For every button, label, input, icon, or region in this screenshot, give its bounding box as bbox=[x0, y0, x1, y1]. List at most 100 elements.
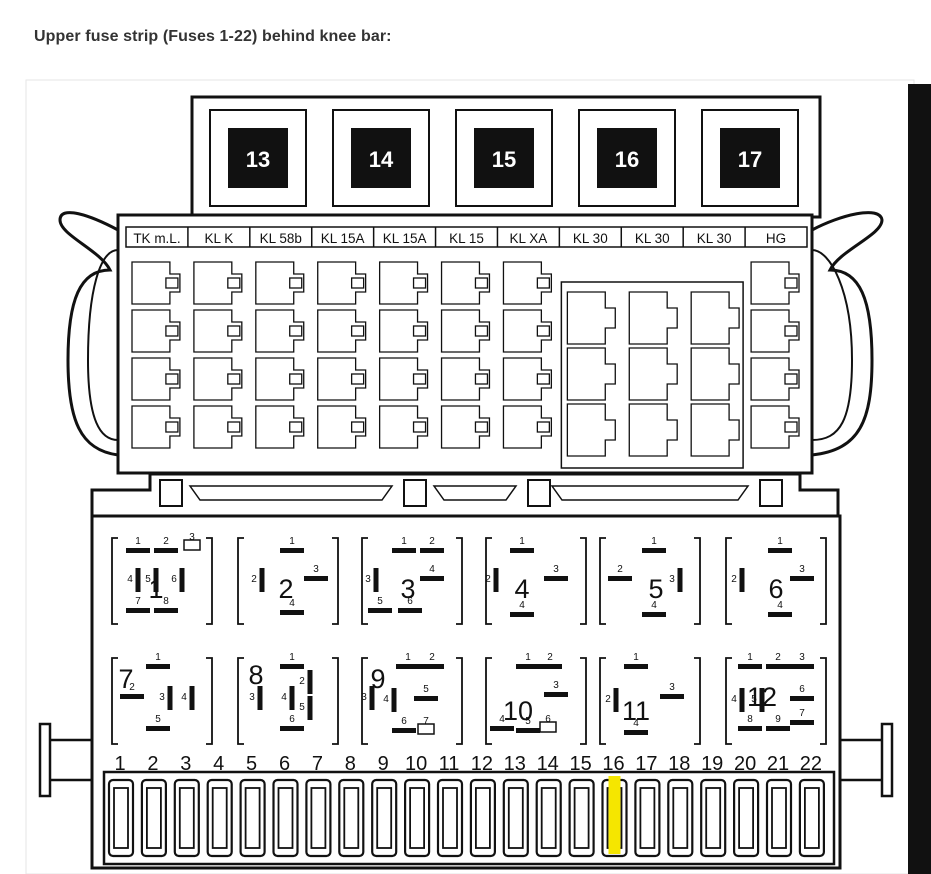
left-handle bbox=[38, 722, 92, 798]
relay-pin-label: 4 bbox=[633, 718, 639, 729]
fuse-number-3: 3 bbox=[180, 753, 191, 775]
terminal-label-6: KL XA bbox=[510, 231, 548, 246]
connector-cell bbox=[317, 357, 367, 401]
relay-pin-label: 3 bbox=[553, 564, 559, 575]
connector-cell bbox=[193, 261, 243, 305]
relay-pin-label: 3 bbox=[553, 680, 559, 691]
connector-latch bbox=[350, 277, 365, 289]
fuse-slot-7 bbox=[305, 778, 332, 858]
relay-pin-label: 1 bbox=[777, 536, 783, 547]
connector-cell bbox=[378, 405, 429, 449]
fuse-number-18: 18 bbox=[668, 753, 690, 775]
top-relay-block-13 bbox=[228, 128, 288, 188]
relay-pin bbox=[392, 728, 416, 733]
relay-pin bbox=[544, 576, 568, 581]
relay-pin bbox=[790, 576, 814, 581]
relay-bracket-left bbox=[111, 657, 118, 745]
relay-pin bbox=[135, 568, 141, 592]
relay-pin bbox=[289, 686, 295, 710]
relay-bracket-right bbox=[580, 537, 587, 625]
connector-latch bbox=[412, 421, 427, 433]
fuse-slot-4 bbox=[206, 778, 233, 858]
fuse-slot-inner bbox=[310, 787, 327, 849]
relay-pin bbox=[154, 548, 178, 553]
relay-pin-label: 1 bbox=[289, 652, 295, 663]
relay-pin bbox=[368, 608, 392, 613]
relay-pin bbox=[516, 664, 540, 669]
relay-pin-socket bbox=[417, 723, 435, 735]
terminal-label-1: KL K bbox=[204, 231, 233, 246]
connector-cell bbox=[317, 261, 367, 305]
fuse-slot-inner bbox=[178, 787, 195, 849]
relay-pin-label: 4 bbox=[777, 600, 783, 611]
fuse-slot-16 bbox=[601, 776, 628, 858]
relay-pin-label: 3 bbox=[669, 682, 675, 693]
relay-pin-label: 4 bbox=[731, 694, 737, 705]
rail-tab bbox=[159, 479, 183, 507]
relay-number-3: 3 bbox=[400, 574, 415, 604]
kl30-cell bbox=[566, 347, 616, 401]
relay-pin-label: 2 bbox=[547, 652, 553, 663]
relay-pin bbox=[510, 612, 534, 617]
relay-pin bbox=[766, 664, 790, 669]
top-relay-label-15: 15 bbox=[492, 147, 516, 172]
relay-bracket-left bbox=[361, 657, 368, 745]
fuse-slot-inner bbox=[474, 787, 491, 849]
relay-pin-label: 3 bbox=[365, 574, 371, 585]
connector-latch bbox=[536, 325, 551, 337]
fuse-number-20: 20 bbox=[734, 753, 756, 775]
connector-latch bbox=[784, 373, 798, 385]
fuse-slot-inner bbox=[376, 787, 393, 849]
relay-bracket-left bbox=[599, 537, 606, 625]
rail-slot bbox=[188, 485, 394, 501]
terminal-label-0: TK m.L. bbox=[133, 231, 180, 246]
connector-latch bbox=[350, 421, 365, 433]
fuse-slot-12 bbox=[469, 778, 496, 858]
relay-pin-label: 5 bbox=[751, 694, 757, 705]
fuse-slot-18 bbox=[667, 778, 694, 858]
connector-cell bbox=[193, 309, 243, 353]
connector-cells bbox=[131, 261, 800, 469]
page-heading: Upper fuse strip (Fuses 1-22) behind kne… bbox=[34, 28, 392, 45]
terminal-label-4: KL 15A bbox=[383, 231, 427, 246]
relay-pin bbox=[490, 726, 514, 731]
relay-pin-label: 4 bbox=[499, 714, 505, 725]
relay-pin-label: 6 bbox=[407, 596, 413, 607]
relay-pin bbox=[153, 568, 159, 592]
fuse-number-1: 1 bbox=[114, 753, 125, 775]
connector-latch bbox=[289, 373, 303, 385]
fuse-slots bbox=[107, 776, 826, 858]
relay-bracket-right bbox=[456, 537, 463, 625]
fuse-slot-inner bbox=[113, 787, 129, 849]
relay-pin-label: 4 bbox=[281, 692, 287, 703]
relay-pin bbox=[768, 548, 792, 553]
right-clip bbox=[811, 211, 884, 457]
relay-bracket-left bbox=[725, 657, 732, 745]
relay-pin bbox=[624, 730, 648, 735]
fuse-slot-6 bbox=[272, 778, 299, 858]
connector-cell bbox=[750, 357, 800, 401]
terminal-label-strip bbox=[125, 226, 808, 248]
fuse-slot-9 bbox=[371, 778, 398, 858]
relay-pin-label: 1 bbox=[401, 536, 407, 547]
relay-pin-label: 6 bbox=[171, 574, 177, 585]
relay-pin bbox=[738, 664, 762, 669]
relay-pin bbox=[392, 548, 416, 553]
terminal-label-3: KL 15A bbox=[321, 231, 365, 246]
top-relay-label-16: 16 bbox=[615, 147, 639, 172]
relay-pin-label: 3 bbox=[159, 692, 165, 703]
fuse-slot-21 bbox=[765, 778, 793, 858]
right-clip-inner bbox=[811, 249, 854, 441]
relay-bracket-right bbox=[694, 657, 701, 745]
kl30-cell bbox=[690, 291, 740, 345]
relay-pin bbox=[259, 568, 265, 592]
fuse-slot-17 bbox=[634, 778, 661, 858]
fuse-slot-14 bbox=[535, 778, 562, 858]
relay-pin bbox=[759, 688, 765, 712]
relay-pin-label: 3 bbox=[799, 564, 805, 575]
relay-pin bbox=[510, 548, 534, 553]
relay-pin-label: 1 bbox=[525, 652, 531, 663]
connector-cell bbox=[255, 357, 305, 401]
